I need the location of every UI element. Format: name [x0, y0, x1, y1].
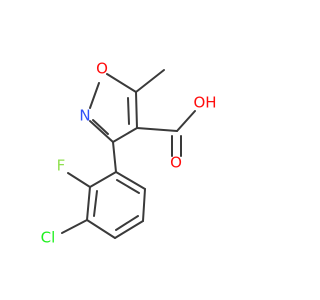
bond-cooh-oh [176, 110, 196, 132]
bond-c5-c4 [135, 91, 138, 129]
bond-c-cl [61, 219, 88, 234]
bond-c3-phenyl [112, 141, 117, 173]
bond-ph-c3-c4 [86, 219, 116, 239]
bond-c5-methyl [135, 69, 165, 93]
bond-ph-c4-c5-inner [115, 215, 139, 231]
bond-o-c5 [106, 73, 137, 93]
bond-c4-cooh [136, 127, 178, 132]
atom-o-carbonyl: O [170, 154, 182, 172]
molecule-canvas: O N OH O F Cl [40, 59, 217, 247]
bond-ph-c6-c1-inner [116, 179, 140, 194]
bond-ph-c2-c3 [86, 186, 91, 221]
molecule-structure: O N OH O F Cl [41, 60, 217, 247]
bond-ph-c6-c1 [115, 171, 146, 190]
bond-c3-n [89, 120, 114, 143]
bond-n-o [89, 82, 100, 109]
bond-ph-c2-c3-inner [93, 190, 98, 217]
atom-labels: O N OH O F Cl [41, 60, 217, 247]
bond-c3-n-inner [92, 119, 109, 135]
atom-o-ring: O [96, 60, 108, 78]
atom-f: F [57, 157, 66, 175]
bond-ph-c5-c6 [142, 188, 146, 222]
bonds [61, 69, 196, 239]
bond-ph-c4-c5 [114, 220, 144, 239]
atom-n-ring: N [79, 107, 90, 125]
bond-c4-c3 [112, 127, 138, 143]
bond-ph-c1-c2 [89, 171, 117, 188]
atom-cl: Cl [41, 229, 56, 247]
atom-oh: OH [193, 94, 216, 112]
bond-c-f [67, 172, 91, 188]
bond-c5-c4-inner [127, 97, 130, 125]
